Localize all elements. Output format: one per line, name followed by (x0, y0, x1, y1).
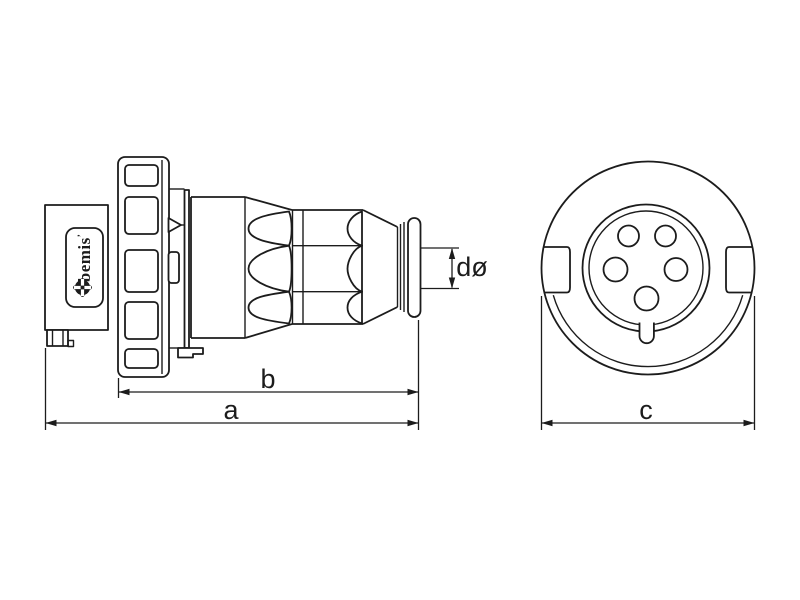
grip-slot (124, 249, 159, 293)
front-outer-circle (540, 160, 756, 376)
dimension-label-c: c (639, 395, 653, 425)
dimension-c: c (540, 296, 756, 430)
cable-gland (396, 217, 422, 318)
grip-slot (124, 196, 159, 235)
dimension-label-b: b (260, 364, 275, 394)
contact-face-outer (581, 203, 711, 333)
dimension-a: a (44, 348, 419, 430)
bemis-logo-icon (73, 278, 92, 297)
pin-hole (663, 257, 689, 282)
grip-ring (117, 156, 170, 378)
grip-petals-left (247, 210, 293, 325)
plug-rear-body (44, 204, 109, 331)
side-view: bemis’ (44, 156, 422, 378)
front-view (540, 160, 756, 376)
right-notch (725, 246, 753, 294)
dimension-label-d: dø (456, 252, 488, 282)
pin-hole (617, 224, 640, 248)
brand-label: bemis’ (65, 227, 104, 308)
contact-face-inner (588, 210, 704, 326)
gland-cap (407, 217, 422, 318)
pin-holes (602, 224, 689, 312)
grip-petals-right (346, 210, 363, 325)
brand-label-frame (65, 227, 104, 308)
latch-pawl (167, 217, 182, 233)
latch-assembly (167, 188, 204, 359)
grip-slot (124, 164, 159, 187)
pin-hole (654, 224, 677, 248)
cable-clamp-detail (46, 329, 75, 348)
pin-hole (602, 256, 629, 283)
brand-label-text: bemis’ (75, 234, 94, 283)
grip-slot (124, 301, 159, 340)
dimension-b: b (117, 320, 420, 430)
keyway-tab (638, 322, 655, 345)
front-inner-rim-arc (552, 295, 744, 368)
latch-foot (177, 347, 204, 359)
dimension-d: dø (421, 247, 488, 290)
left-notch (543, 246, 571, 294)
dimension-label-a: a (223, 395, 239, 425)
grip-slot (124, 348, 159, 369)
pin-hole (633, 285, 660, 312)
plug-front-body (190, 196, 398, 339)
